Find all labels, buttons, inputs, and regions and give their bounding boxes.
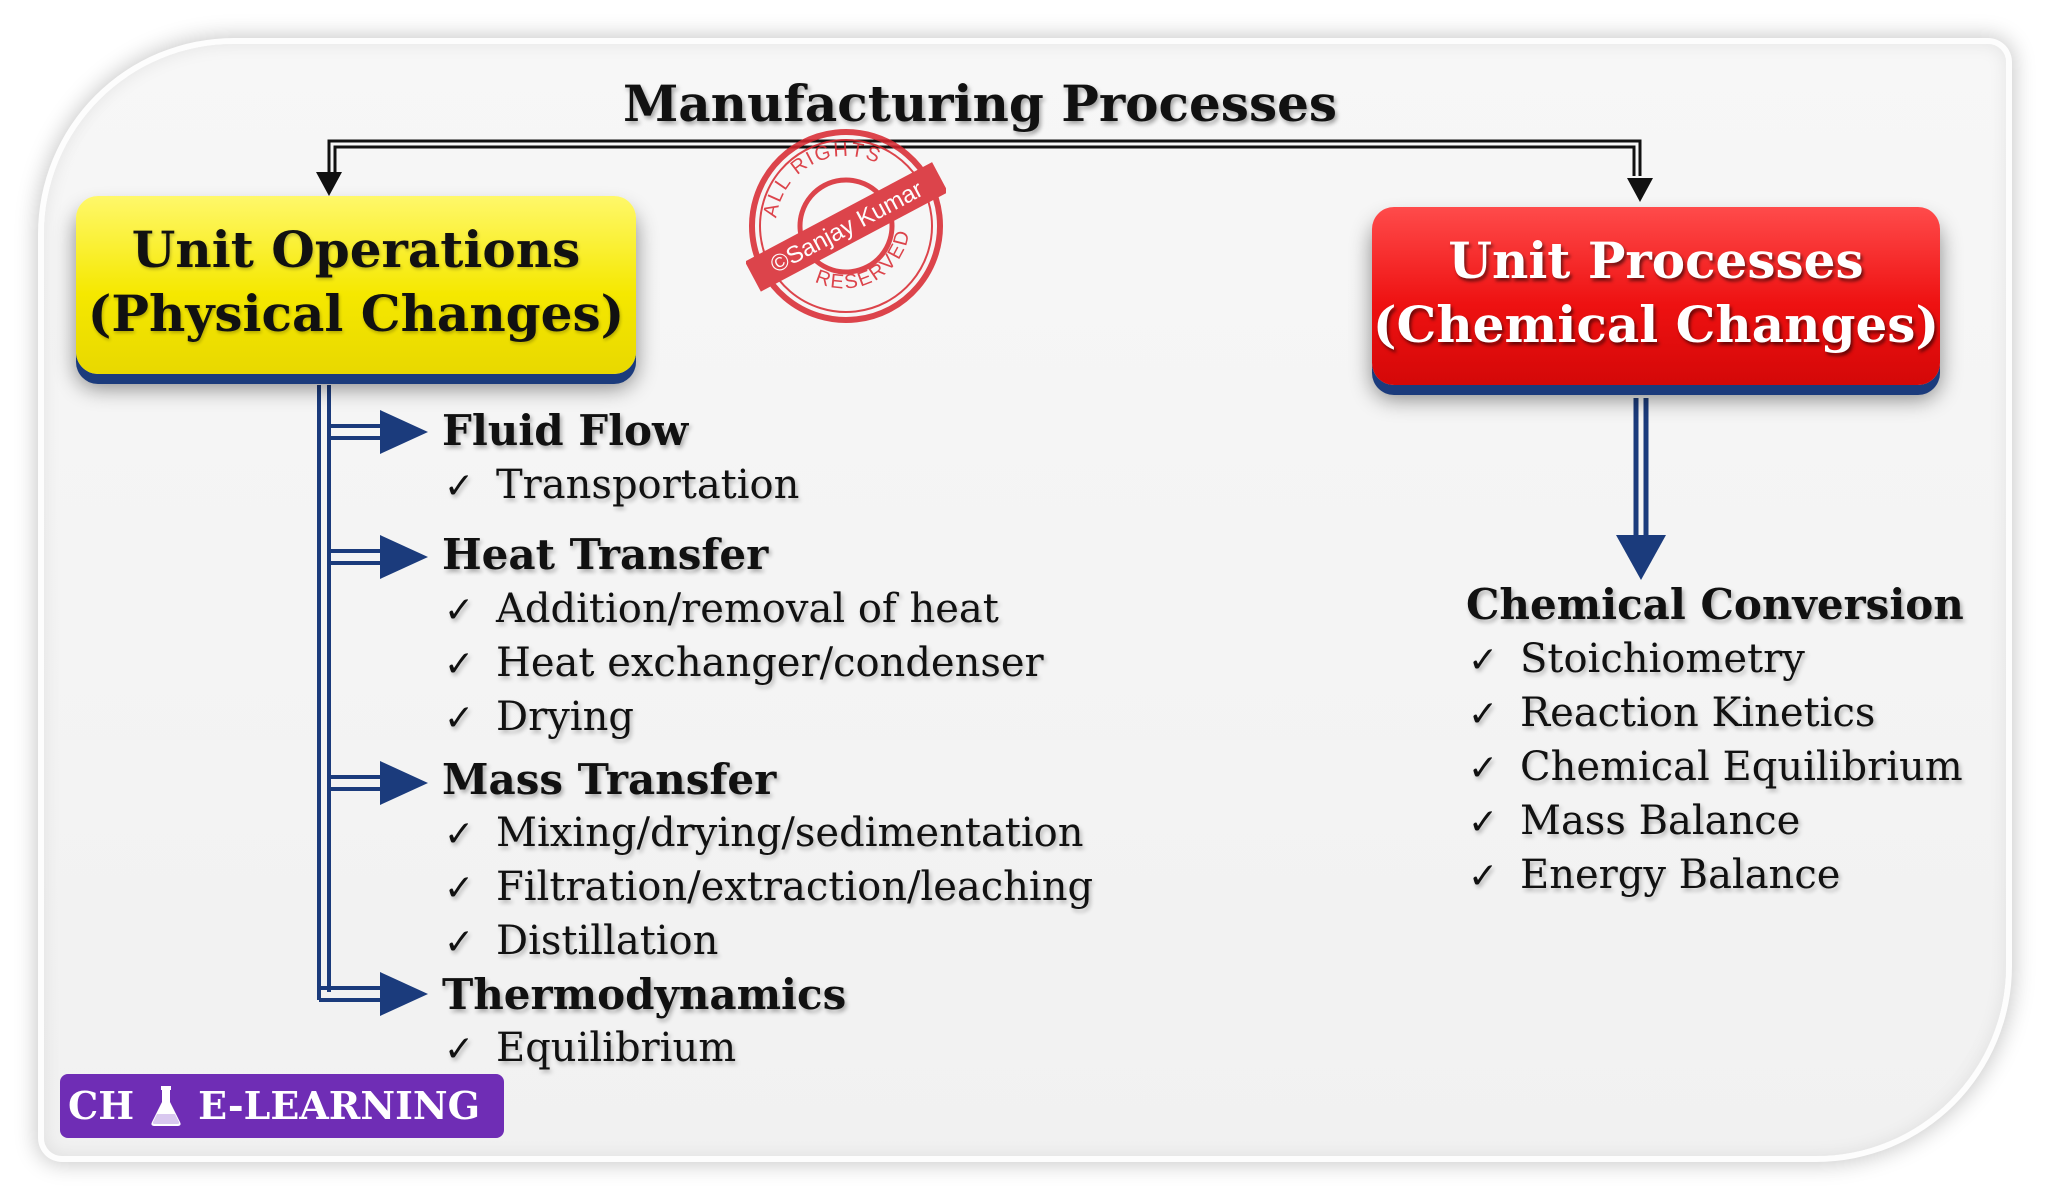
operations-branches: [319, 424, 385, 1002]
operations-spine: [317, 385, 331, 1000]
list-item: ✓Mixing/drying/sedimentation: [444, 810, 1084, 856]
list-item: ✓Transportation: [444, 462, 800, 508]
heading-mass-transfer: Mass Transfer: [442, 755, 777, 804]
check-icon: ✓: [444, 644, 475, 685]
list-item: ✓Mass Balance: [1468, 798, 1801, 844]
arrow-fluid-flow: [380, 410, 428, 454]
list-item: ✓Equilibrium: [444, 1025, 737, 1071]
check-icon: ✓: [1468, 802, 1499, 843]
check-icon: ✓: [1468, 694, 1499, 735]
ch-elearning-badge: CH E-LEARNING: [60, 1074, 504, 1138]
check-icon: ✓: [444, 698, 475, 739]
arrow-heat-transfer: [380, 535, 428, 579]
check-icon: ✓: [444, 1029, 475, 1070]
unit-operations-title: Unit Operations: [131, 220, 581, 279]
arrow-to-unit-processes: [1627, 178, 1653, 202]
arrow-chemical-conversion: [1616, 535, 1666, 580]
list-item: ✓Addition/removal of heat: [444, 586, 999, 632]
badge-right-text: E-LEARNING: [198, 1083, 481, 1128]
unit-processes-title: Unit Processes: [1448, 231, 1864, 290]
list-item: ✓Filtration/extraction/leaching: [444, 864, 1094, 910]
list-item: ✓Reaction Kinetics: [1468, 690, 1876, 736]
check-icon: ✓: [1468, 856, 1499, 897]
unit-processes-subtitle: (Chemical Changes): [1372, 295, 1940, 354]
unit-operations-box: Unit Operations (Physical Changes): [76, 196, 636, 374]
unit-operations-subtitle: (Physical Changes): [87, 284, 625, 343]
heading-heat-transfer: Heat Transfer: [442, 530, 769, 579]
list-item: ✓Heat exchanger/condenser: [444, 640, 1044, 686]
flask-icon: [151, 1086, 181, 1126]
check-icon: ✓: [444, 922, 475, 963]
check-icon: ✓: [1468, 640, 1499, 681]
check-icon: ✓: [444, 814, 475, 855]
processes-connector: [1633, 398, 1649, 545]
arrow-thermodynamics: [380, 972, 428, 1016]
list-item: ✓Chemical Equilibrium: [1468, 744, 1963, 790]
badge-left-text: CH: [68, 1083, 135, 1128]
check-icon: ✓: [444, 466, 475, 507]
heading-chemical-conversion: Chemical Conversion: [1466, 580, 1964, 629]
arrow-to-unit-operations: [316, 172, 342, 196]
check-icon: ✓: [1468, 748, 1499, 789]
unit-processes-box: Unit Processes (Chemical Changes): [1372, 207, 1940, 385]
list-item: ✓Distillation: [444, 918, 719, 964]
diagram-title: Manufacturing Processes: [622, 74, 1338, 133]
check-icon: ✓: [444, 868, 475, 909]
arrow-mass-transfer: [380, 761, 428, 805]
check-icon: ✓: [444, 590, 475, 631]
list-item: ✓Drying: [444, 694, 634, 740]
list-item: ✓Stoichiometry: [1468, 636, 1805, 682]
heading-fluid-flow: Fluid Flow: [442, 406, 689, 455]
top-bracket: [327, 139, 1642, 176]
list-item: ✓Energy Balance: [1468, 852, 1841, 898]
copyright-stamp: ALL RIGHTS RESERVED ©Sanjay Kumar: [746, 126, 946, 323]
heading-thermodynamics: Thermodynamics: [442, 970, 847, 1019]
